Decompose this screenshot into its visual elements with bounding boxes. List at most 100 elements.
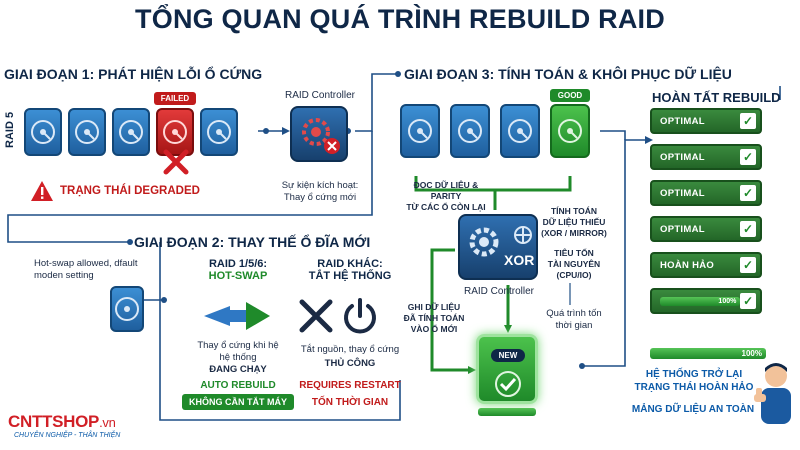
raid-controller-error <box>290 106 348 162</box>
degraded-status: TRẠNG THÁI DEGRADED <box>30 180 200 202</box>
status-card: OPTIMAL ✓ <box>650 144 762 170</box>
gear-error-icon <box>302 118 340 154</box>
resource-cost-text: TIÊU TỐN TÀI NGUYÊN (CPU/IO) <box>547 248 601 280</box>
card-progress: 100% <box>660 296 741 306</box>
remaining-disk-array: GOOD <box>400 89 590 158</box>
check-icon: ✓ <box>740 221 756 237</box>
brand-name: CNTTSHOP.vn <box>8 412 120 432</box>
hard-disk-icon <box>200 108 238 156</box>
technician-thumbs-up-icon <box>754 363 791 424</box>
main-progress-text: 100% <box>741 349 762 358</box>
new-disk-progress-fill <box>478 408 536 416</box>
card-progress-fill <box>660 296 741 306</box>
phase2-title: GIAI ĐOẠN 2: THAY THẾ Ổ ĐĨA MỚI <box>134 234 371 250</box>
hotswap-head: RAID 1/5/6: <box>208 258 268 270</box>
brand-logo: CNTTSHOP.vn CHUYÊN NGHIỆP - THÂN THIỆN <box>8 412 120 439</box>
complete-title: HOÀN TẤT REBUILD <box>652 90 781 105</box>
new-disk-progress <box>478 408 536 416</box>
status-card-stack: OPTIMAL ✓ OPTIMAL ✓ OPTIMAL ✓ OPTIMAL ✓ HOÀN… <box>650 108 762 314</box>
check-icon: ✓ <box>740 149 756 165</box>
check-icon: ✓ <box>740 113 756 129</box>
shutdown-column: RAID KHÁC: TẮT HỆ THỐNG <box>300 258 400 282</box>
main-progress: 100% <box>650 348 766 359</box>
status-card: HOÀN HẢO ✓ <box>650 252 762 278</box>
gear-icon <box>469 227 499 257</box>
hotswap-desc-strong: ĐANG CHẠY <box>209 364 267 375</box>
card-progress-text: 100% <box>718 297 737 305</box>
hotswap-column: RAID 1/5/6: HOT-SWAP <box>190 258 286 282</box>
hard-disk-icon <box>450 104 490 158</box>
status-card-progress: 100% ✓ <box>650 288 762 314</box>
hotswap-desc: Thay ổ cứng khi hệ hệ thống <box>197 340 279 363</box>
status-card-label: OPTIMAL <box>660 151 705 163</box>
check-disk-icon <box>495 371 521 397</box>
good-disk: GOOD <box>550 89 590 158</box>
status-card: OPTIMAL ✓ <box>650 180 762 206</box>
status-card: OPTIMAL ✓ <box>650 108 762 134</box>
arrow-head <box>282 127 290 135</box>
power-icon <box>344 298 376 334</box>
connector-dot <box>395 71 401 77</box>
arrow-head <box>645 136 653 144</box>
arrow-head <box>504 325 512 333</box>
connector-dot <box>127 239 133 245</box>
controller2-label: RAID Controller <box>463 286 535 297</box>
brand-domain: .vn <box>99 415 116 430</box>
brand-tagline: CHUYÊN NGHIỆP - THÂN THIỆN <box>14 432 121 439</box>
failed-badge: FAILED <box>154 92 196 105</box>
tools-icon <box>299 299 333 333</box>
trigger-text: Sự kiện kích hoạt: Thay ổ cứng mới <box>281 180 359 203</box>
xor-label: XOR <box>504 252 535 268</box>
connector-dot <box>579 363 585 369</box>
brand-text: CNTTSHOP <box>8 412 100 431</box>
auto-rebuild: AUTO REBUILD <box>200 380 276 391</box>
status-card: OPTIMAL ✓ <box>650 216 762 242</box>
hard-disk-icon <box>500 104 540 158</box>
hotswap-note: Hot-swap allowed, dfault moden setting <box>34 258 138 281</box>
connector-dot <box>263 128 269 134</box>
hard-disk-good-icon <box>550 104 590 158</box>
shutdown-head: RAID KHÁC: <box>317 258 383 270</box>
status-card-label: OPTIMAL <box>660 187 705 199</box>
hard-disk-failed-icon <box>156 108 194 156</box>
raid-controller-xor: XOR <box>458 214 538 280</box>
main-progress-fill <box>650 348 766 359</box>
no-shutdown-pill: KHÔNG CẦN TẮT MÁY <box>182 394 294 410</box>
safe-array-text: MẢNG DỮ LIỆU AN TOÀN <box>631 404 755 415</box>
degraded-status-text: TRẠNG THÁI DEGRADED <box>60 185 200 197</box>
x-mark-icon <box>163 149 189 175</box>
read-data-text: ĐỌC DỮ LIỆU & PARITY TỪ CÁC Ổ CÒN LẠI <box>406 180 486 212</box>
hard-disk-icon <box>24 108 62 156</box>
status-card-label: OPTIMAL <box>660 223 705 235</box>
time-cost: TỐN THỜI GIAN <box>311 397 389 408</box>
hotswap-sub: HOT-SWAP <box>208 270 268 282</box>
requires-restart: REQUIRES RESTART <box>299 380 401 391</box>
check-icon: ✓ <box>740 293 756 309</box>
shutdown-sub: TẮT HỆ THỐNG <box>308 270 392 282</box>
connector-dot <box>161 297 167 303</box>
shutdown-desc: Tắt nguồn, thay ổ cứng <box>300 344 400 355</box>
check-icon: ✓ <box>740 257 756 273</box>
xor-symbol-icon <box>514 226 532 244</box>
raid-label: RAID 5 <box>4 111 16 148</box>
failed-disk: FAILED <box>154 92 196 175</box>
status-card-label: OPTIMAL <box>660 115 705 127</box>
shutdown-desc-strong: THỦ CÔNG <box>324 358 376 369</box>
hard-disk-icon <box>400 104 440 158</box>
hard-disk-icon <box>110 286 144 332</box>
hard-disk-icon <box>68 108 106 156</box>
arrow-head <box>468 366 476 374</box>
warning-icon <box>31 181 53 201</box>
check-icon: ✓ <box>740 185 756 201</box>
new-disk: NEW <box>476 334 538 404</box>
phase1-title: GIAI ĐOẠN 1: PHÁT HIỆN LỖI Ổ CỨNG <box>4 66 263 82</box>
time-text: Quá trình tốn thời gian <box>546 308 602 331</box>
new-badge: NEW <box>491 349 525 362</box>
calc-text: TÍNH TOÁN DỮ LIỆU THIẾU (XOR / MIRROR) <box>541 206 607 238</box>
good-badge: GOOD <box>550 89 590 102</box>
raid5-disk-array: FAILED <box>24 92 238 175</box>
write-data-text: GHI DỮ LIỆU ĐÃ TÍNH TOÁN VÀO Ổ MỚI <box>403 302 465 334</box>
final-status-text: HỆ THỐNG TRỞ LẠI TRẠNG THÁI HOÀN HẢO <box>634 369 754 393</box>
status-card-label: HOÀN HẢO <box>660 259 715 271</box>
